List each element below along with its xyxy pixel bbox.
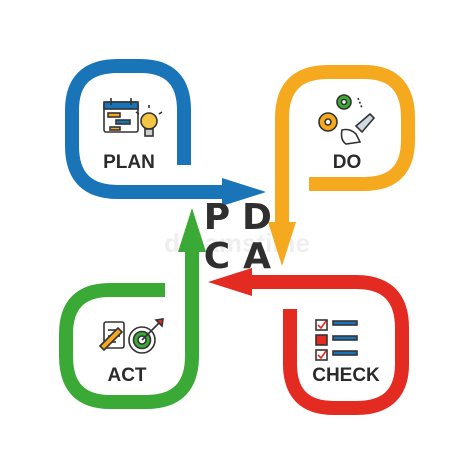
target-arrow-icon (98, 318, 164, 354)
check-label: CHECK (312, 365, 380, 386)
check-loop (208, 268, 409, 415)
do-loop (268, 65, 415, 266)
plan-label: PLAN (103, 152, 155, 173)
checklist-icon (315, 319, 358, 361)
calendar-lightbulb-icon (103, 98, 163, 137)
act-loop (59, 208, 206, 409)
center-letter-c: C (204, 236, 230, 277)
center-letter-p: P (204, 197, 230, 238)
center-letter-d: D (242, 197, 272, 238)
pdca-center: P D C A (204, 197, 272, 277)
do-label: DO (333, 152, 362, 173)
center-letter-a: A (243, 236, 271, 277)
plan-loop (65, 59, 266, 206)
act-label: ACT (107, 365, 146, 386)
gears-hand-wrench-icon (318, 94, 376, 145)
